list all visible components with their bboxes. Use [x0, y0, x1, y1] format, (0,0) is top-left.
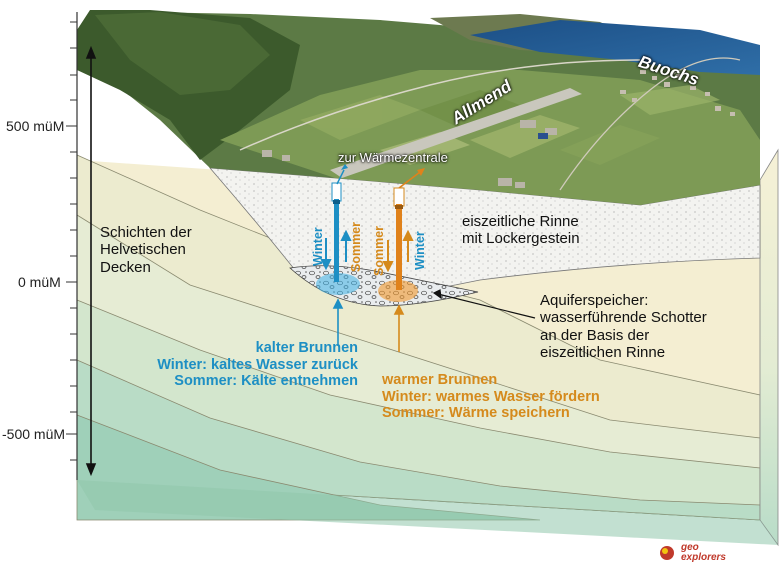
warm-summer-vertical-label: Sommer [372, 225, 386, 276]
glacial-channel-label: eiszeitliche Rinne mit Lockergestein [462, 213, 580, 248]
logo-line-1: geo [680, 542, 699, 553]
terrain-surface [77, 10, 760, 205]
town-buochs [620, 70, 735, 116]
bottom-face [77, 480, 778, 545]
warm-winter-vertical-label: Winter [413, 231, 427, 270]
road-2 [559, 57, 741, 191]
blue-hangar [538, 133, 548, 139]
logo-line-2: explorers [680, 551, 726, 563]
thickness-arrow [85, 45, 97, 477]
pipe-arrows [336, 164, 425, 189]
cold-well [331, 182, 342, 282]
axis-tick-500: 500 müM [6, 118, 65, 134]
cold-label-arrow [332, 298, 344, 346]
aquifer-pointer [432, 289, 536, 319]
cold-well-title: kalter Brunnen [255, 340, 358, 356]
road [239, 59, 641, 151]
cold-winter-vertical-label: Winter [311, 227, 325, 266]
logo-text: geo explorers [681, 543, 726, 562]
warm-label-arrow [393, 304, 405, 352]
runway [330, 88, 582, 178]
right-face [759, 148, 779, 547]
warm-water-zone [378, 280, 418, 302]
cold-winter-arrow [320, 238, 332, 271]
helvetic-layers-label: Schichten der Helvetischen Decken [100, 224, 192, 276]
logo: geo explorers [681, 543, 726, 562]
aquifer-label: Aquiferspeicher: wasserführende Schotter… [540, 292, 707, 361]
mountain-ridge-shade [95, 12, 270, 95]
logo-mark [660, 546, 674, 560]
elevation-axis [66, 12, 78, 480]
cold-well-caption: kalter Brunnen Winter: kaltes Wasser zur… [157, 340, 358, 390]
waermezentrale-label: zur Wärmezentrale [338, 150, 448, 165]
cold-well-winter: Winter: kaltes Wasser zurück [157, 356, 358, 373]
buildings [262, 120, 557, 188]
warm-winter-arrow [402, 229, 414, 262]
axis-tick-0: 0 müM [18, 274, 61, 290]
warm-summer-arrow [382, 240, 394, 273]
cold-summer-arrow [340, 229, 352, 262]
cold-well-summer: Sommer: Kälte entnehmen [174, 373, 358, 390]
warm-well-caption: warmer Brunnen Winter: warmes Wasser för… [382, 372, 600, 422]
warm-well-winter: Winter: warmes Wasser fördern [382, 388, 600, 405]
warm-well-title: warmer Brunnen [382, 372, 498, 388]
lake [470, 20, 760, 75]
axis-tick-minus-500: -500 müM [2, 426, 66, 442]
warm-well-summer: Sommer: Wärme speichern [382, 405, 570, 422]
cold-summer-vertical-label: Sommer [349, 221, 363, 272]
cold-water-zone [316, 273, 360, 295]
